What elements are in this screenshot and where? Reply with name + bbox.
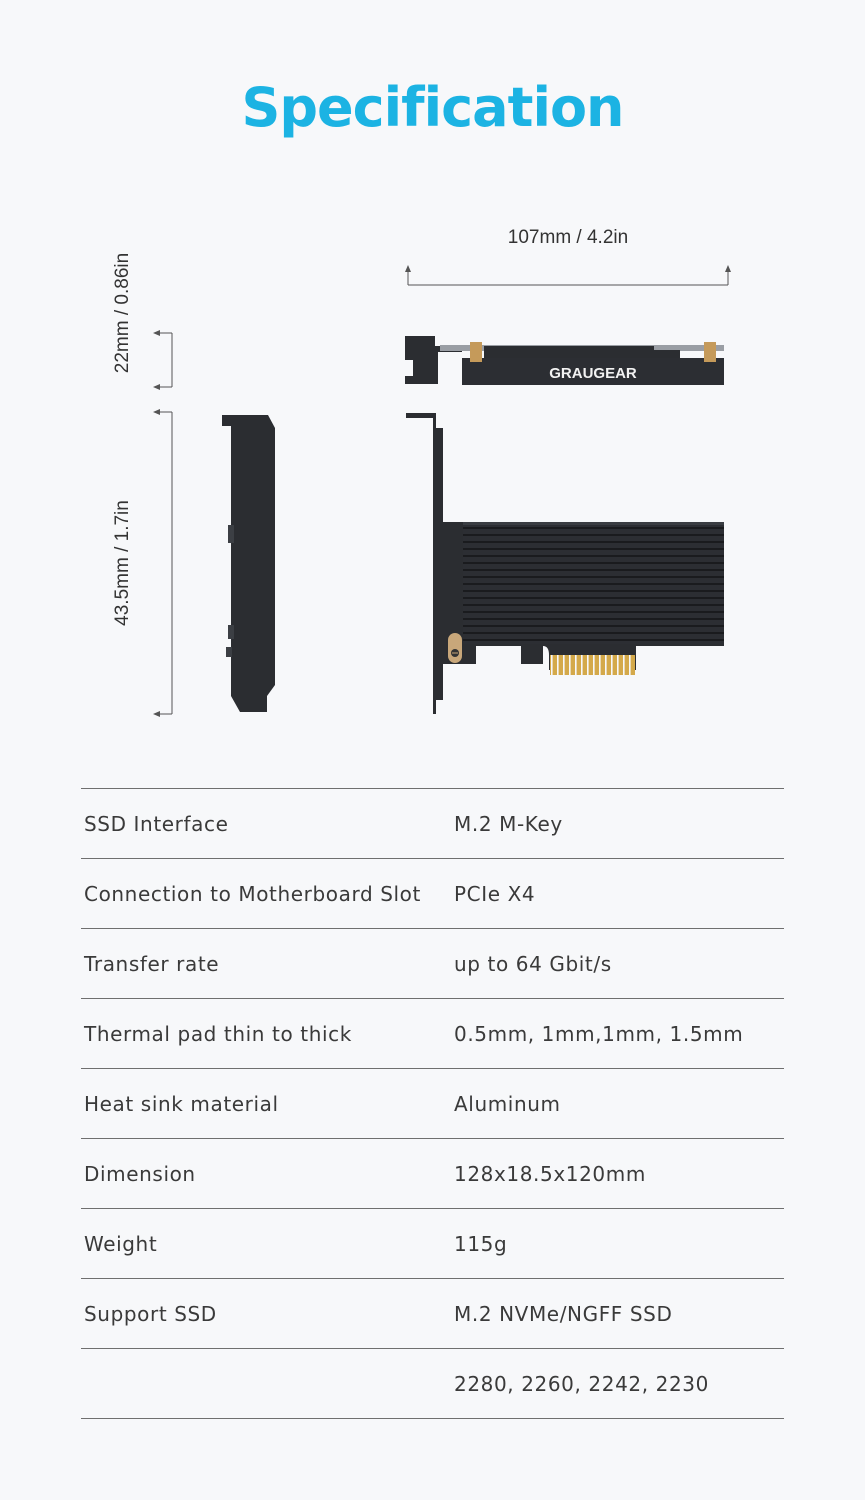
spec-label: Dimension	[81, 1138, 450, 1209]
card-top-view: GRAUGEAR	[405, 336, 724, 385]
spec-label: Thermal pad thin to thick	[81, 998, 450, 1069]
spec-label: SSD Interface	[81, 788, 450, 859]
height-main-dimension: 43.5mm / 1.7in	[112, 409, 173, 717]
spec-value: 115g	[450, 1208, 784, 1279]
card-front-view	[406, 413, 724, 714]
spec-label: Heat sink material	[81, 1068, 450, 1139]
spec-label: Transfer rate	[81, 928, 450, 999]
table-row: Weight 115g	[81, 1208, 784, 1279]
width-dimension: 107mm / 4.2in	[405, 227, 731, 286]
table-row: Support SSD M.2 NVMe/NGFF SSD	[81, 1278, 784, 1349]
spec-value: 0.5mm, 1mm,1mm, 1.5mm	[450, 998, 784, 1069]
spec-label: Weight	[81, 1208, 450, 1279]
product-dimension-diagram: 107mm / 4.2in 22mm / 0.86in 43.5mm / 1.7…	[112, 227, 731, 717]
height-top-label: 22mm / 0.86in	[112, 253, 133, 373]
height-main-label: 43.5mm / 1.7in	[112, 500, 133, 626]
table-row: Transfer rate up to 64 Gbit/s	[81, 928, 784, 999]
table-row: 2280, 2260, 2242, 2230	[81, 1348, 784, 1419]
card-side-view	[222, 415, 275, 712]
page-title: Specification	[241, 76, 624, 139]
table-row: SSD Interface M.2 M-Key	[81, 788, 784, 859]
spec-value: Aluminum	[450, 1068, 784, 1139]
table-row: Dimension 128x18.5x120mm	[81, 1138, 784, 1209]
spec-value: 2280, 2260, 2242, 2230	[450, 1348, 784, 1419]
spec-value: up to 64 Gbit/s	[450, 928, 784, 999]
table-row: Connection to Motherboard Slot PCIe X4	[81, 858, 784, 929]
spec-value: M.2 M-Key	[450, 788, 784, 859]
specification-table: SSD Interface M.2 M-Key Connection to Mo…	[81, 788, 784, 1419]
table-row: Heat sink material Aluminum	[81, 1068, 784, 1139]
height-top-dimension: 22mm / 0.86in	[112, 253, 173, 390]
width-dimension-label: 107mm / 4.2in	[508, 227, 628, 248]
spec-value: 128x18.5x120mm	[450, 1138, 784, 1209]
table-row: Thermal pad thin to thick 0.5mm, 1mm,1mm…	[81, 998, 784, 1069]
spec-label	[81, 1348, 450, 1419]
spec-label: Support SSD	[81, 1278, 450, 1349]
spec-value: PCIe X4	[450, 858, 784, 929]
brand-logo-label: GRAUGEAR	[549, 365, 637, 382]
spec-value: M.2 NVMe/NGFF SSD	[450, 1278, 784, 1349]
spec-label: Connection to Motherboard Slot	[81, 858, 450, 929]
